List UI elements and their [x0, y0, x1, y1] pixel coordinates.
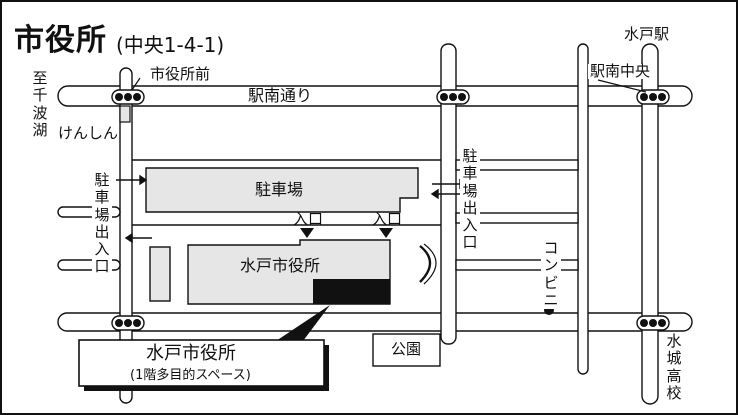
label-parking-entrance-right: 駐車場出入口	[460, 147, 480, 252]
label-parking-lot: 駐車場	[255, 180, 304, 199]
traffic-lights	[111, 89, 670, 331]
multipurpose-space-marker	[313, 279, 390, 304]
road-minor-h2	[455, 212, 579, 224]
label-park: 公園	[391, 340, 422, 358]
label-entrance-1: 入口	[293, 210, 324, 228]
road-minor-h3	[455, 259, 579, 271]
label-suijo-high-school: 水城高校	[664, 332, 684, 402]
traffic-light-icon	[111, 315, 145, 331]
address-label: (中央1-4-1)	[116, 33, 225, 57]
traffic-light-icon	[636, 315, 670, 331]
road-bottom	[57, 312, 693, 332]
parking-lot-shape	[145, 167, 419, 213]
leader-lines	[131, 77, 647, 93]
callout-title: 水戸市役所	[146, 343, 236, 364]
callout-box	[78, 339, 325, 387]
traffic-light-icon	[436, 89, 470, 105]
traffic-light-icon	[636, 89, 670, 105]
label-entrance-2: 入口	[372, 210, 403, 228]
kenshin-building	[119, 105, 131, 123]
label-senbako: 至千波湖	[32, 69, 48, 139]
annex-building	[149, 246, 171, 302]
park-box	[372, 333, 441, 367]
callout-detail: (1階多目的スペース)	[130, 368, 251, 383]
label-parking-entrance-left: 駐車場出入口	[92, 171, 112, 276]
traffic-light-icon	[111, 89, 145, 105]
callout-pointer	[270, 305, 330, 345]
label-mito-station: 水戸駅	[624, 25, 670, 43]
label-ekinan-dori: 駅南通り	[246, 86, 315, 105]
label-convenience-store: コンビニ	[541, 239, 561, 309]
label-ekinan-chuo: 駅南中央	[588, 62, 653, 80]
page-title: 市役所	[14, 23, 107, 58]
label-kenshin: けんしん	[58, 124, 119, 142]
road-ekinan-dori	[57, 85, 693, 107]
road-right-thin	[577, 43, 589, 375]
label-shiyakusho-mae: 市役所前	[148, 65, 213, 83]
entrance-arrows	[300, 228, 393, 238]
label-city-hall: 水戸市役所	[240, 256, 321, 275]
road-minor-h1	[455, 159, 579, 171]
arc-shape	[419, 245, 432, 283]
